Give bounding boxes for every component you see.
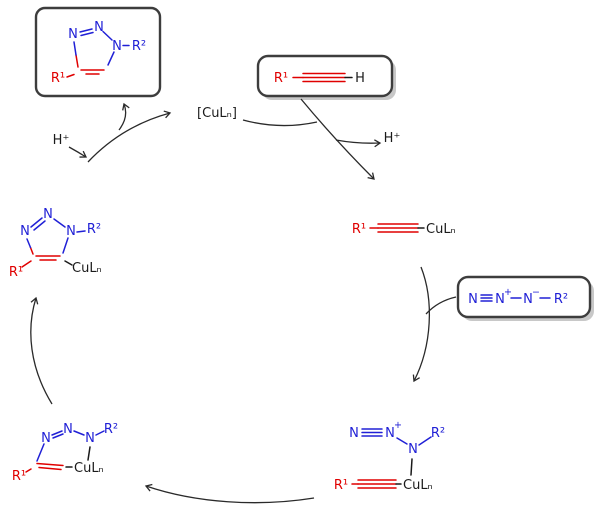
metallacycle-n1-atom: N bbox=[41, 431, 51, 446]
complex-r2-label: R² bbox=[431, 426, 445, 441]
triazolide-r2-label: R² bbox=[87, 222, 101, 237]
product-n2-atom: N bbox=[94, 20, 104, 35]
arrow-proton-out bbox=[335, 139, 382, 148]
copper-catalyst-label: [CuLₙ] bbox=[197, 106, 237, 121]
metallacycle-bonds bbox=[25, 430, 105, 473]
azide-n3-atom: N bbox=[523, 292, 533, 307]
azide-minus-charge: − bbox=[532, 287, 540, 298]
complex-culn-label: CuLₙ bbox=[403, 478, 433, 493]
metallacycle-n2-atom: N bbox=[63, 422, 73, 437]
alkyne-r1-label: R¹ bbox=[274, 71, 288, 86]
triazolide-n1-atom: N bbox=[66, 224, 76, 239]
cycle-arrows-top bbox=[68, 98, 382, 180]
alkyne-group: R¹ H bbox=[256, 54, 396, 100]
complex-n1-atom: N bbox=[349, 426, 359, 441]
metallacycle-r2-label: R² bbox=[104, 422, 118, 437]
product-ring-bonds bbox=[66, 28, 130, 78]
alkyne-bonds bbox=[292, 72, 353, 83]
complex-bonds bbox=[351, 428, 432, 489]
acetylide-culn-label: CuLₙ bbox=[426, 222, 456, 237]
acetylide-r1-label: R¹ bbox=[352, 222, 366, 237]
azide-bonds bbox=[480, 294, 551, 302]
product-box bbox=[34, 6, 162, 98]
product-r1-label: R¹ bbox=[51, 71, 65, 86]
azide-box bbox=[456, 275, 592, 319]
complex-r1-label: R¹ bbox=[334, 478, 348, 493]
triazolide-culn-label: CuLₙ bbox=[72, 261, 102, 276]
triazolide-bonds bbox=[21, 217, 86, 268]
arrow-catalyst-regeneration bbox=[87, 110, 172, 163]
metallacycle-n3-atom: N bbox=[85, 431, 95, 446]
triazole-product-group: N N N R² R¹ bbox=[34, 6, 162, 98]
arrow-product-release bbox=[118, 102, 130, 131]
complex-n3-atom: N bbox=[408, 442, 418, 457]
triazolide-r1-label: R¹ bbox=[9, 265, 23, 280]
azide-n1-atom: N bbox=[468, 292, 478, 307]
acetylide-bonds bbox=[369, 223, 425, 233]
azide-acetylide-complex-group: N N + N R² R¹ CuLₙ bbox=[334, 420, 445, 493]
metallacycle-group: N N N R² R¹ CuLₙ bbox=[12, 422, 118, 484]
arrow-alkyne-entry bbox=[300, 98, 375, 180]
metallacycle-culn-label: CuLₙ bbox=[74, 461, 104, 476]
azide-n2-atom: N bbox=[495, 292, 505, 307]
complex-n2-atom: N bbox=[385, 426, 395, 441]
arrow-azide-entry bbox=[425, 296, 457, 315]
metallacycle-r1-label: R¹ bbox=[12, 469, 26, 484]
arrow-proton-in bbox=[68, 146, 88, 158]
proton-right-label: H⁺ bbox=[384, 131, 401, 146]
triazolide-n3-atom: N bbox=[20, 224, 30, 239]
arrow-ring-contraction bbox=[30, 296, 53, 405]
product-r2-label: R² bbox=[132, 39, 146, 54]
arrow-azide-coordination bbox=[412, 266, 430, 383]
azide-plus-charge: + bbox=[504, 287, 512, 298]
arrow-cycloaddition bbox=[144, 483, 315, 504]
product-n3-atom: N bbox=[68, 27, 78, 42]
product-n1-atom: N bbox=[112, 39, 122, 54]
azide-group: N N + N − R² bbox=[456, 275, 594, 321]
copper-triazolide-group: N N N R² R¹ CuLₙ bbox=[9, 207, 102, 280]
proton-left-label: H⁺ bbox=[53, 133, 70, 148]
triazolide-n2-atom: N bbox=[43, 207, 53, 222]
arrow-catalyst-entry bbox=[242, 119, 318, 127]
copper-acetylide-group: R¹ CuLₙ bbox=[352, 222, 456, 237]
alkyne-box bbox=[256, 54, 394, 98]
complex-plus-charge: + bbox=[394, 420, 402, 431]
azide-r2-label: R² bbox=[554, 292, 568, 307]
alkyne-h-atom: H bbox=[355, 71, 365, 86]
